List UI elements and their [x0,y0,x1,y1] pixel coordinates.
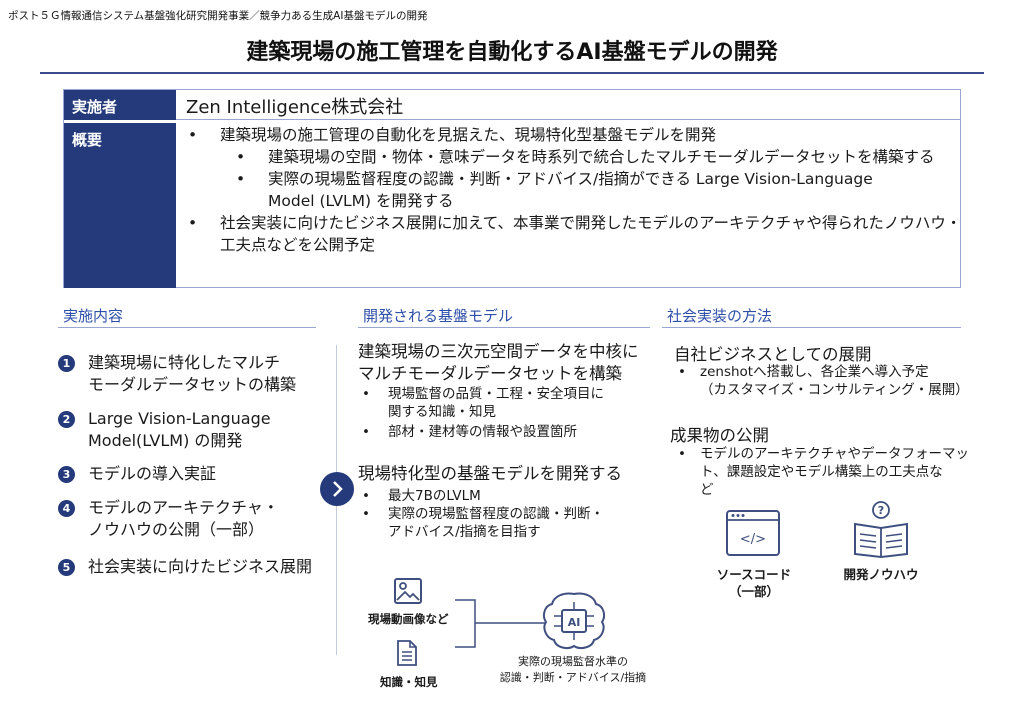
overview-text: 実際の現場監督程度の認識・判断・アドバイス/指摘ができる Large Visio… [268,170,873,188]
section-heading-implementation: 実施内容 [63,307,124,325]
bullet: • [236,170,246,188]
section-rule [58,327,316,328]
overview-text: 建築現場の空間・物体・意味データを時系列で統合したマルチモーダルデータセットを構… [268,148,935,166]
number-badge: 5 [58,559,75,576]
bullet: • [188,126,198,144]
connector-lines [455,599,545,648]
overview-line: 工夫点などを公開予定 [176,234,960,256]
number-badge: 4 [58,500,75,517]
social-sub1-heading: 自社ビジネスとしての展開 [674,345,872,364]
section-heading-model: 開発される基盤モデル [363,307,514,325]
number-badge: 2 [58,411,75,428]
diagram-input-images: 現場動画像など [368,612,449,626]
document-icon [397,640,417,666]
model-block1-heading: 建築現場の三次元空間データを中核に マルチモーダルデータセットを構築 [358,342,639,383]
overview-line: Model (LVLM) を開発する [176,190,960,212]
overview-content: • 建築現場の施工管理の自動化を見据えた、現場特化型基盤モデルを開発 • 建築現… [176,121,962,287]
list-item-text: 建築現場に特化したマルチ モーダルデータセットの構築 [88,353,297,394]
svg-text:</>: </> [740,532,766,547]
page-title: 建築現場の施工管理を自動化するAI基盤モデルの開発 [246,40,778,65]
book-idea-icon: ? [854,501,908,559]
overview-line: • 建築現場の施工管理の自動化を見据えた、現場特化型基盤モデルを開発 [176,124,960,146]
bullet: • [236,148,246,166]
social-sub2-heading: 成果物の公開 [670,426,769,445]
code-window-icon: </> [726,510,780,556]
diagram-output-label: 実際の現場監督水準の 認識・判断・アドバイス/指摘 [499,655,647,684]
overview-line: • 建築現場の空間・物体・意味データを時系列で統合したマルチモーダルデータセット… [176,146,960,168]
title-rule [40,72,984,74]
list-item-text: 社会実装に向けたビジネス展開 [88,557,313,576]
know-how-label: 開発ノウハウ [843,567,919,582]
chevron-right-icon [320,472,354,506]
list-item-text: モデルの導入実証 [88,464,217,483]
model-block2-heading: 現場特化型の基盤モデルを開発する [358,464,622,483]
source-code-label: ソースコード （一部） [716,567,792,599]
section-rule [662,327,961,328]
svg-text:AI: AI [568,616,581,629]
implementer-value: Zen Intelligence株式会社 [176,90,960,120]
section-rule [358,327,650,328]
number-badge: 1 [58,355,75,372]
header-note: ポスト５Ｇ情報通信システム基盤強化研究開発事業／競争力ある生成AI基盤モデルの開… [8,10,428,22]
implementer-label: 実施者 [64,90,176,120]
ai-brain-icon: AI [543,592,605,649]
overview-text: 社会実装に向けたビジネス展開に加えて、本事業で開発したモデルのアーキテクチャや得… [220,214,962,232]
overview-line: • 実際の現場監督程度の認識・判断・アドバイス/指摘ができる Large Vis… [176,168,960,190]
info-table: 実施者 Zen Intelligence株式会社 概要 • 建築現場の施工管理の… [63,89,961,288]
list-item-text: Large Vision-Language Model(LVLM) の開発 [88,409,271,450]
list-item-text: モデルのアーキテクチャ・ ノウハウの公開（一部） [88,498,279,539]
overview-label: 概要 [64,123,176,288]
section-heading-social: 社会実装の方法 [667,307,773,325]
overview-text: 建築現場の施工管理の自動化を見据えた、現場特化型基盤モデルを開発 [220,126,717,144]
overview-text: 工夫点などを公開予定 [220,236,376,254]
overview-text: Model (LVLM) を開発する [268,192,454,210]
bullet: • [188,214,198,232]
diagram-input-knowledge: 知識・知見 [380,675,438,689]
image-icon [394,578,422,604]
svg-text:?: ? [878,504,884,517]
overview-line: • 社会実装に向けたビジネス展開に加えて、本事業で開発したモデルのアーキテクチャ… [176,212,962,234]
number-badge: 3 [58,466,75,483]
